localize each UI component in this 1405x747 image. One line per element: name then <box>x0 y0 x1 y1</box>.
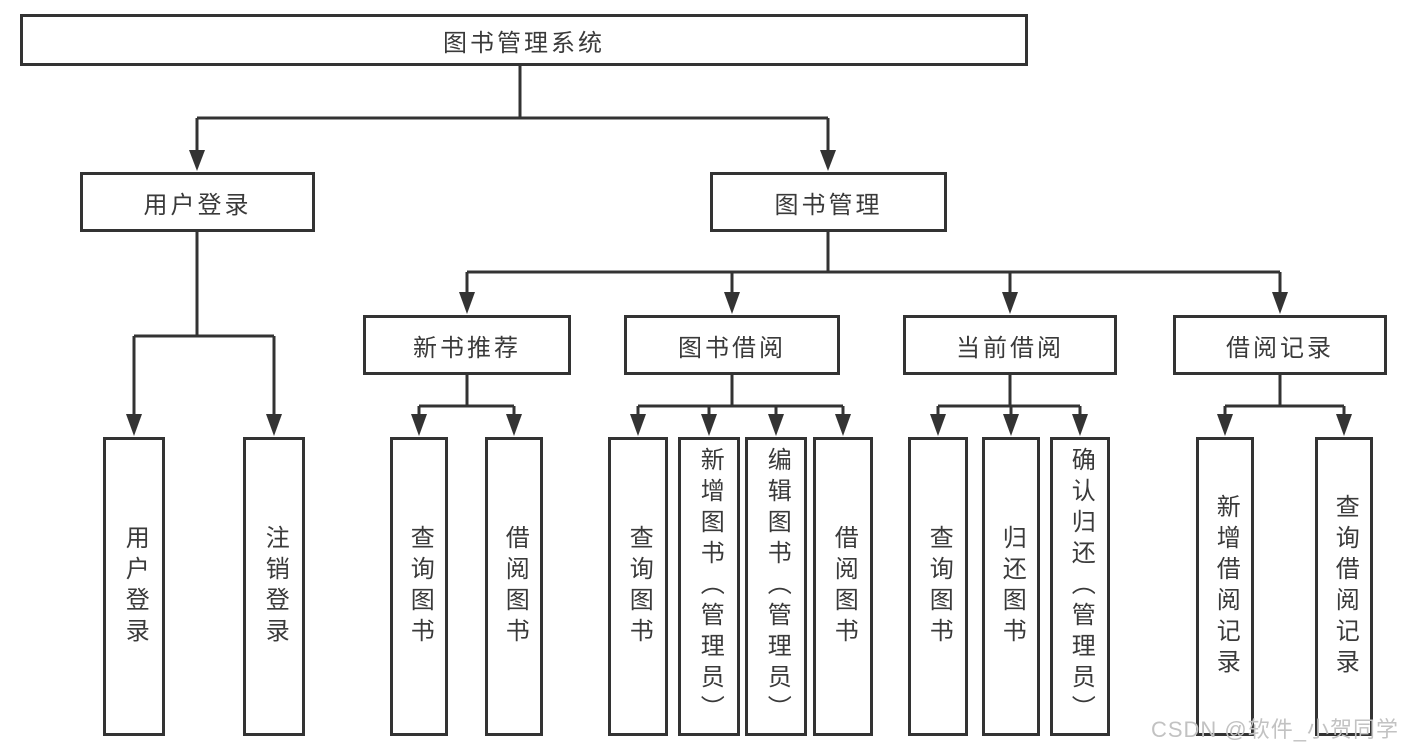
node-book-borrowing: 图书借阅 <box>624 315 840 375</box>
node-label: 查询图书 <box>625 524 653 649</box>
node-label: 确认归还（管理员） <box>1067 447 1095 726</box>
node-add-books-admin: 新增图书（管理员） <box>678 437 740 736</box>
node-root: 图书管理系统 <box>20 14 1028 66</box>
node-label: 查询图书 <box>406 524 434 649</box>
node-borrowing-records: 借阅记录 <box>1173 315 1387 375</box>
node-label: 借阅图书 <box>830 524 858 649</box>
node-query-books-2: 查询图书 <box>608 437 668 736</box>
node-query-books-1: 查询图书 <box>390 437 448 736</box>
node-borrow-books-2: 借阅图书 <box>813 437 873 736</box>
connector-root-to-level2 <box>189 66 836 171</box>
node-label: 新增借阅记录 <box>1212 493 1240 680</box>
node-query-books-3: 查询图书 <box>908 437 968 736</box>
node-query-borrow-record: 查询借阅记录 <box>1315 437 1373 736</box>
node-label: 编辑图书（管理员） <box>763 447 791 726</box>
node-label: 借阅图书 <box>501 524 529 649</box>
node-confirm-return-admin: 确认归还（管理员） <box>1050 437 1110 736</box>
node-current-borrowing: 当前借阅 <box>903 315 1117 375</box>
csdn-watermark: CSDN @软件_小贺同学 <box>1150 717 1399 742</box>
connector-book-management-to-level3 <box>459 232 1288 314</box>
connector-borrow-records-to-leaves <box>1217 375 1352 436</box>
node-borrow-books-1: 借阅图书 <box>485 437 543 736</box>
node-book-management: 图书管理 <box>710 172 947 232</box>
node-label: 用户登录 <box>121 524 149 649</box>
node-new-book-recommendation: 新书推荐 <box>363 315 571 375</box>
node-edit-books-admin: 编辑图书（管理员） <box>745 437 807 736</box>
node-user-login: 用户登录 <box>80 172 315 232</box>
node-logout: 注销登录 <box>243 437 305 736</box>
node-label: 归还图书 <box>998 524 1026 649</box>
node-label: 查询借阅记录 <box>1331 493 1359 680</box>
connector-book-borrowing-to-leaves <box>630 375 851 436</box>
node-return-books: 归还图书 <box>982 437 1040 736</box>
connector-current-borrowing-to-leaves <box>930 375 1088 436</box>
node-label: 注销登录 <box>261 524 289 649</box>
node-label: 查询图书 <box>925 524 953 649</box>
node-label: 新增图书（管理员） <box>696 447 724 726</box>
node-user-login-leaf: 用户登录 <box>103 437 165 736</box>
node-add-borrow-record: 新增借阅记录 <box>1196 437 1254 736</box>
connector-user-login-to-leaves <box>126 232 282 436</box>
connector-new-book-to-leaves <box>411 375 522 436</box>
